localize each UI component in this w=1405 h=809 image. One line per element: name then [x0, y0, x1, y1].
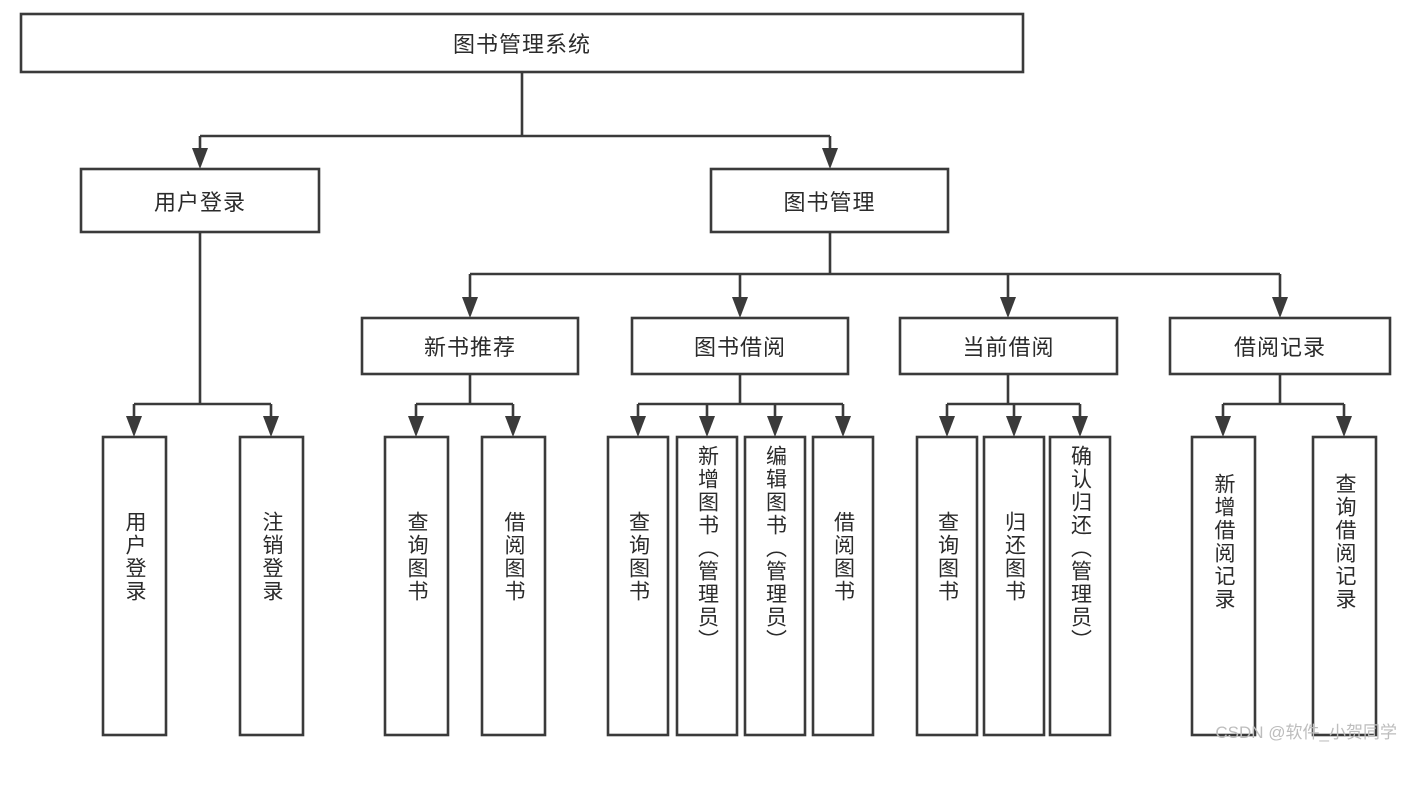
node-box-current-borrow[interactable]	[898, 316, 1119, 376]
node-box-leaf-0[interactable]	[101, 435, 168, 737]
node-box-leaf-5[interactable]	[675, 435, 739, 737]
arrowhead-leaf-1	[263, 416, 279, 437]
arrowhead-user-login	[192, 148, 208, 169]
arrowhead-leaf-4	[630, 416, 646, 437]
arrowhead-book-borrow	[732, 297, 748, 318]
arrowhead-leaf-0	[126, 416, 142, 437]
node-box-book-borrow[interactable]	[630, 316, 850, 376]
arrowhead-leaf-7	[835, 416, 851, 437]
arrowhead-leaf-10	[1072, 416, 1088, 437]
node-box-new-book-recommend[interactable]	[360, 316, 580, 376]
arrowhead-borrow-record	[1272, 297, 1288, 318]
arrowhead-leaf-11	[1215, 416, 1231, 437]
arrowhead-leaf-2	[408, 416, 424, 437]
arrowhead-leaf-12	[1336, 416, 1352, 437]
node-box-leaf-11[interactable]	[1190, 435, 1257, 737]
arrowhead-leaf-6	[767, 416, 783, 437]
arrowhead-leaf-8	[939, 416, 955, 437]
arrowhead-leaf-5	[699, 416, 715, 437]
node-box-user-login[interactable]	[79, 167, 321, 234]
node-box-leaf-1[interactable]	[238, 435, 305, 737]
node-box-leaf-8[interactable]	[915, 435, 979, 737]
node-box-leaf-10[interactable]	[1048, 435, 1112, 737]
arrowhead-new-book-recommend	[462, 297, 478, 318]
flowchart-svg	[19, 12, 1392, 737]
node-box-root[interactable]	[19, 12, 1025, 74]
arrowhead-book-management	[822, 148, 838, 169]
arrowhead-current-borrow	[1000, 297, 1016, 318]
node-box-leaf-6[interactable]	[743, 435, 807, 737]
node-box-leaf-7[interactable]	[811, 435, 875, 737]
arrowhead-leaf-9	[1006, 416, 1022, 437]
node-box-borrow-record[interactable]	[1168, 316, 1392, 376]
arrowhead-leaf-3	[505, 416, 521, 437]
diagram-canvas: 图书管理系统 用户登录 图书管理 新书推荐 图书借阅 当前借阅 借阅记录 用户登…	[19, 12, 1397, 742]
node-box-leaf-2[interactable]	[383, 435, 450, 737]
node-box-leaf-3[interactable]	[480, 435, 547, 737]
node-box-leaf-4[interactable]	[606, 435, 670, 737]
node-box-leaf-12[interactable]	[1311, 435, 1378, 737]
node-box-book-management[interactable]	[709, 167, 950, 234]
node-box-leaf-9[interactable]	[982, 435, 1046, 737]
